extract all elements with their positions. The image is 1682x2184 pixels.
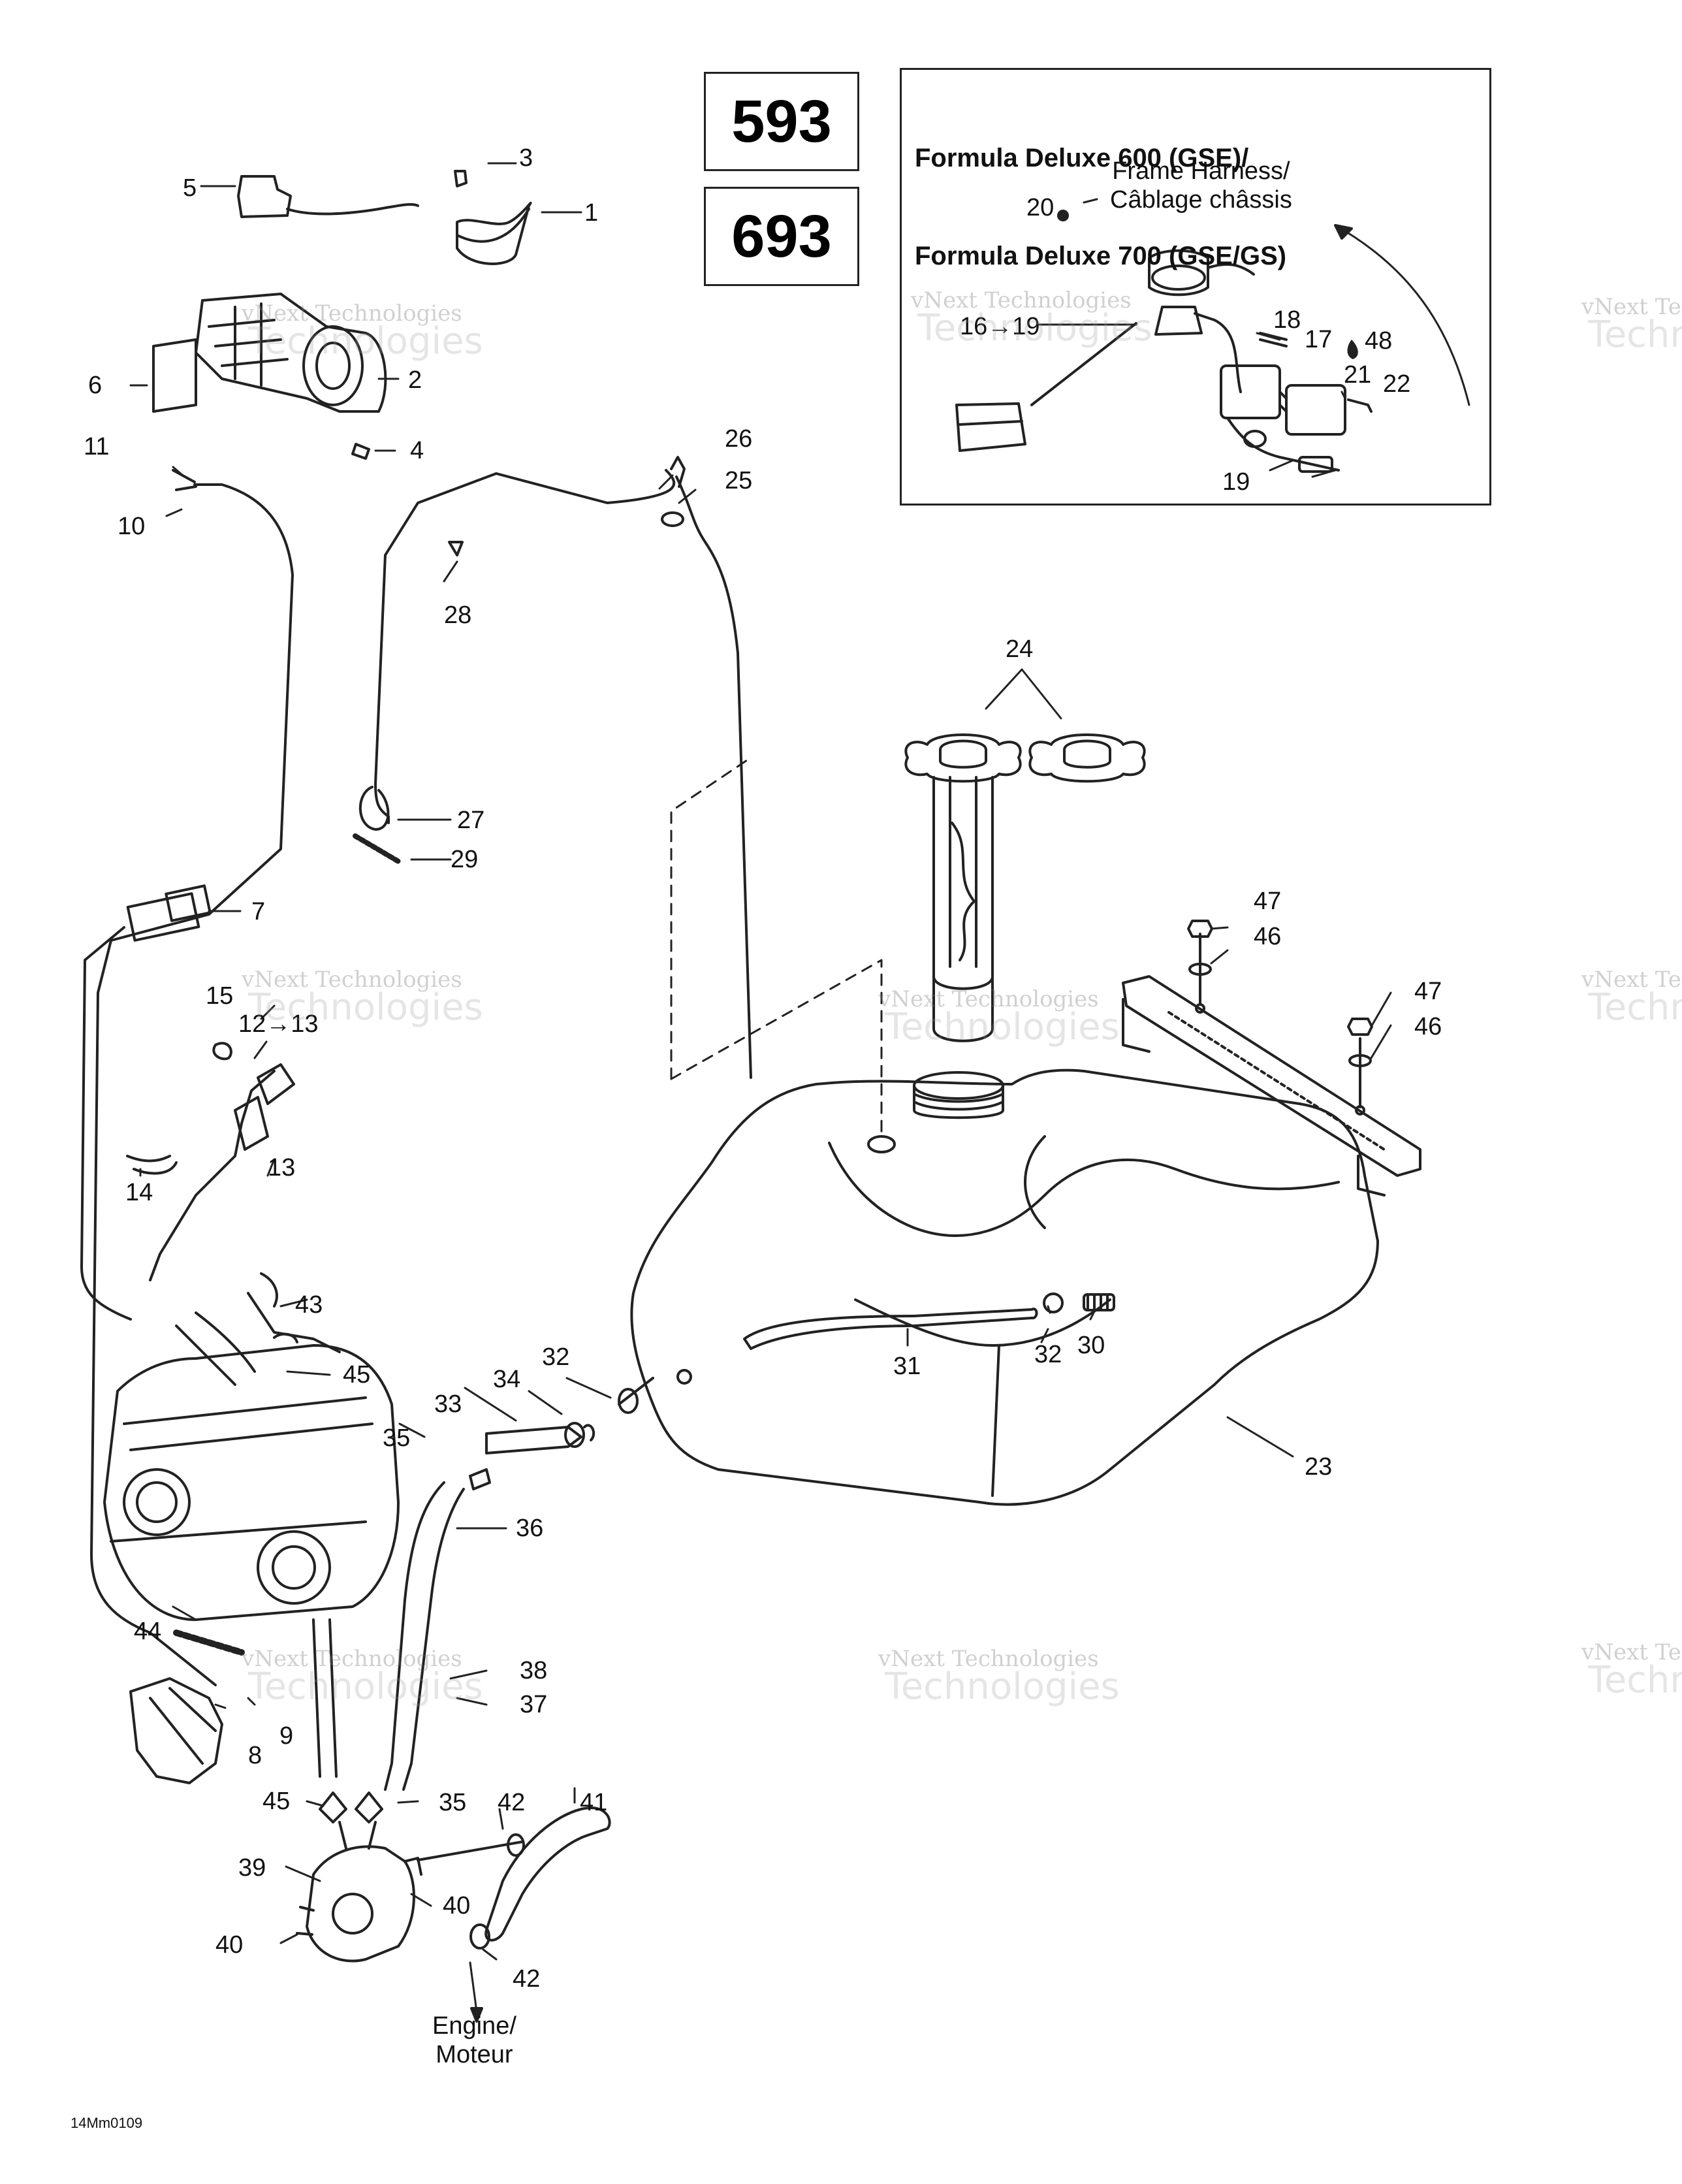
callout-48: 48 [1365, 327, 1393, 355]
callout-44: 44 [134, 1618, 162, 1645]
inset-title-line1: Formula Deluxe 600 (GSE)/ [915, 144, 1249, 172]
callout-45: 45 [343, 1361, 371, 1389]
callout-40: 40 [215, 1931, 244, 1959]
model-number-box: 693 [704, 187, 859, 286]
inset-title: Formula Deluxe 600 (GSE)/ Formula Deluxe… [915, 76, 1286, 338]
engine-label-line1: Engine/ [432, 2012, 516, 2040]
callout-14: 14 [125, 1179, 153, 1206]
figure-code: 14Mm0109 [71, 2115, 143, 2131]
callout-41: 41 [580, 1789, 608, 1816]
filler-neck [913, 1071, 1004, 1100]
callout-8: 8 [248, 1742, 262, 1769]
harness-label-line2: Câblage châssis [1110, 186, 1292, 214]
housing-cover [152, 338, 197, 413]
callout-23: 23 [1305, 1453, 1333, 1481]
callout-3: 3 [519, 144, 533, 172]
callout-35: 35 [439, 1789, 467, 1816]
callout-18: 18 [1273, 306, 1301, 334]
callout-47: 47 [1414, 978, 1442, 1005]
harness-label: Frame Harness/ Câblage châssis [1110, 157, 1292, 214]
callout-7: 7 [251, 898, 266, 925]
callout-36: 36 [516, 1515, 544, 1542]
callout-43: 43 [295, 1291, 323, 1319]
throttle-housing [195, 293, 387, 413]
callout-37: 37 [520, 1691, 548, 1718]
callout-42: 42 [513, 1965, 541, 1993]
callout-6: 6 [88, 372, 103, 399]
callout-28: 28 [444, 602, 472, 629]
model-number-box: 593 [704, 72, 859, 171]
vent-hose [743, 1308, 1038, 1350]
callout-21: 21 [1344, 361, 1372, 389]
callout-1: 1 [584, 199, 599, 227]
fuel-tank [630, 1068, 1379, 1506]
callout-27: 27 [457, 807, 485, 834]
callout-34: 34 [493, 1366, 521, 1393]
callout-31: 31 [893, 1353, 921, 1380]
inset-title-line2: Formula Deluxe 700 (GSE/GS) [915, 242, 1287, 270]
callout-12-13: 12→13 [238, 1010, 319, 1038]
callout-19: 19 [1222, 468, 1250, 496]
callout-5: 5 [183, 174, 197, 202]
callout-45: 45 [262, 1788, 291, 1815]
callout-4: 4 [410, 437, 424, 464]
callout-38: 38 [520, 1657, 548, 1684]
fuel-hose [384, 1481, 445, 1791]
callout-16-19: 16→19 [960, 313, 1040, 340]
callout-42: 42 [498, 1789, 526, 1816]
fuel-pump [306, 1845, 415, 1963]
callout-2: 2 [408, 366, 422, 394]
engine-label: Engine/ Moteur [432, 2012, 516, 2069]
harness-label-line1: Frame Harness/ [1112, 157, 1290, 185]
callout-9: 9 [279, 1722, 294, 1750]
callout-40: 40 [443, 1892, 471, 1919]
inset-panel: Formula Deluxe 600 (GSE)/ Formula Deluxe… [900, 68, 1491, 506]
fuel-cap [904, 733, 1022, 783]
fuel-cap-alt [1028, 733, 1146, 783]
callout-22: 22 [1383, 370, 1411, 398]
callout-32: 32 [542, 1343, 570, 1371]
callout-29: 29 [451, 846, 479, 873]
throttle-cable [90, 483, 294, 1686]
throttle-lever [456, 201, 532, 265]
callout-15: 15 [206, 982, 234, 1010]
callout-11: 11 [84, 433, 110, 460]
switch [237, 175, 292, 218]
callout-26: 26 [725, 425, 753, 453]
callout-46: 46 [1414, 1013, 1442, 1040]
callout-25: 25 [725, 467, 753, 494]
fuel-level-sender [955, 402, 1026, 452]
callout-35: 35 [383, 1424, 411, 1452]
callout-32: 32 [1034, 1341, 1062, 1368]
callout-33: 33 [434, 1390, 462, 1418]
callout-39: 39 [238, 1854, 266, 1882]
callout-30: 30 [1077, 1332, 1105, 1359]
callout-13: 13 [268, 1154, 296, 1181]
bracket-rail [1122, 975, 1421, 1177]
callout-10: 10 [118, 513, 146, 540]
callout-17: 17 [1305, 326, 1333, 353]
callout-20: 20 [1026, 194, 1055, 221]
carburetors [103, 1344, 400, 1621]
callout-46: 46 [1254, 923, 1282, 950]
callout-47: 47 [1254, 888, 1282, 915]
callout-24: 24 [1006, 635, 1034, 663]
engine-label-line2: Moteur [436, 2041, 513, 2068]
fuel-line [374, 469, 676, 824]
